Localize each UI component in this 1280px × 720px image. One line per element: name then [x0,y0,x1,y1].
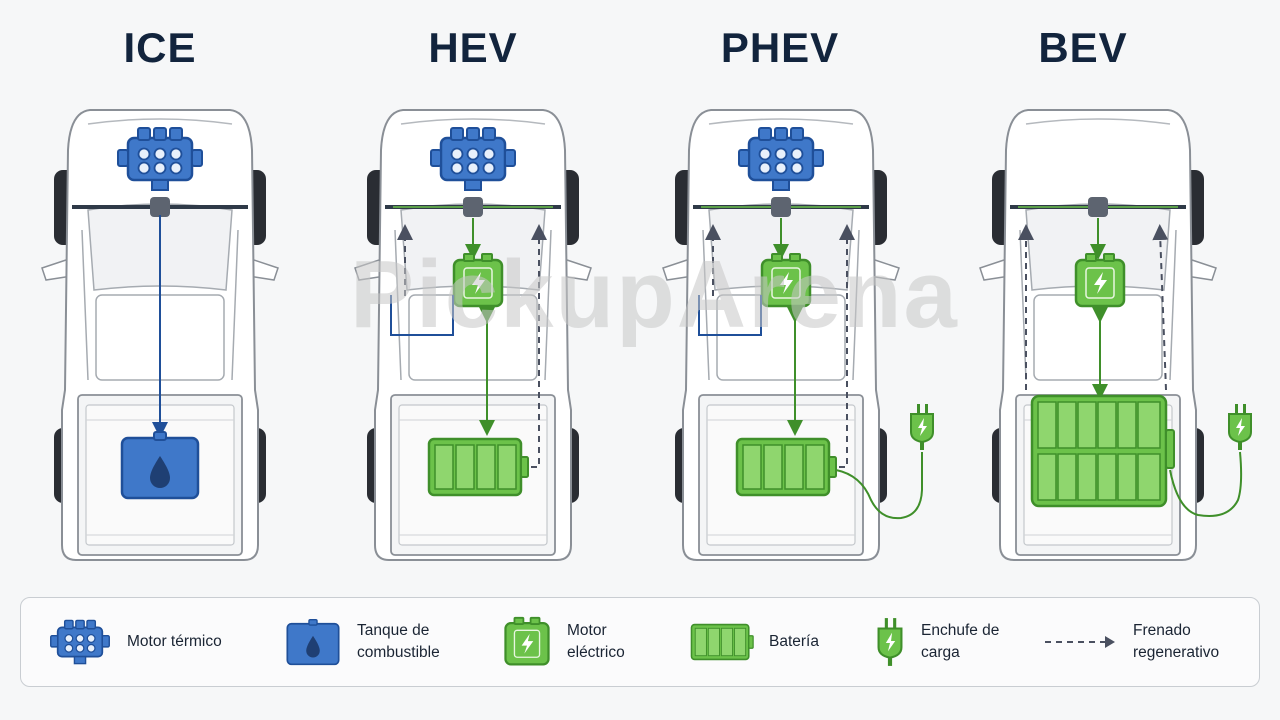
legend-label-regenerative-braking: Frenado regenerativo [1133,622,1220,661]
ice-vehicle [41,109,279,561]
fuel-tank-icon [286,618,340,666]
legend-item-fuel-tank: Tanque de combustible [283,598,467,686]
legend-label-battery: Batería [769,633,819,650]
powertrain-diagram [41,109,1252,561]
hev-vehicle [354,109,592,561]
legend-label-engine: Motor térmico [127,633,222,650]
column-title-ice: ICE [123,24,197,71]
fuel-tank-icon [120,430,200,500]
legend: Motor térmico Tanque de combustible Moto… [20,597,1260,687]
electric-motor-icon [1074,252,1126,308]
charging-plug-icon [877,617,903,667]
legend-label-charging-plug: Enchufe de carga [921,622,1000,661]
electric-motor-icon [504,616,550,666]
legend-label-electric-motor: Motor eléctrico [567,622,625,661]
legend-item-engine: Motor térmico [47,598,222,686]
legend-item-charging-plug: Enchufe de carga [873,598,1001,686]
battery-icon [427,437,530,497]
column-title-phev: PHEV [720,24,840,71]
column-title-bev: BEV [1038,24,1128,71]
legend-item-electric-motor: Motor eléctrico [501,598,647,686]
battery-icon [735,437,838,497]
engine-icon [49,619,111,665]
legend-item-regenerative-braking: Frenado regenerativo [1043,598,1243,686]
battery-icon [690,623,754,661]
charging-plug-icon [910,403,934,451]
legend-item-battery: Batería [689,598,819,686]
battery-pack-large [1030,394,1175,508]
bev-vehicle [979,109,1252,561]
charging-plug-icon [1228,403,1252,451]
dashed-arrow-icon [1045,636,1115,648]
column-title-hev: HEV [428,24,518,71]
phev-vehicle [662,109,934,561]
watermark-text: PickupArena [350,241,959,348]
legend-label-fuel-tank: Tanque de combustible [357,622,440,661]
